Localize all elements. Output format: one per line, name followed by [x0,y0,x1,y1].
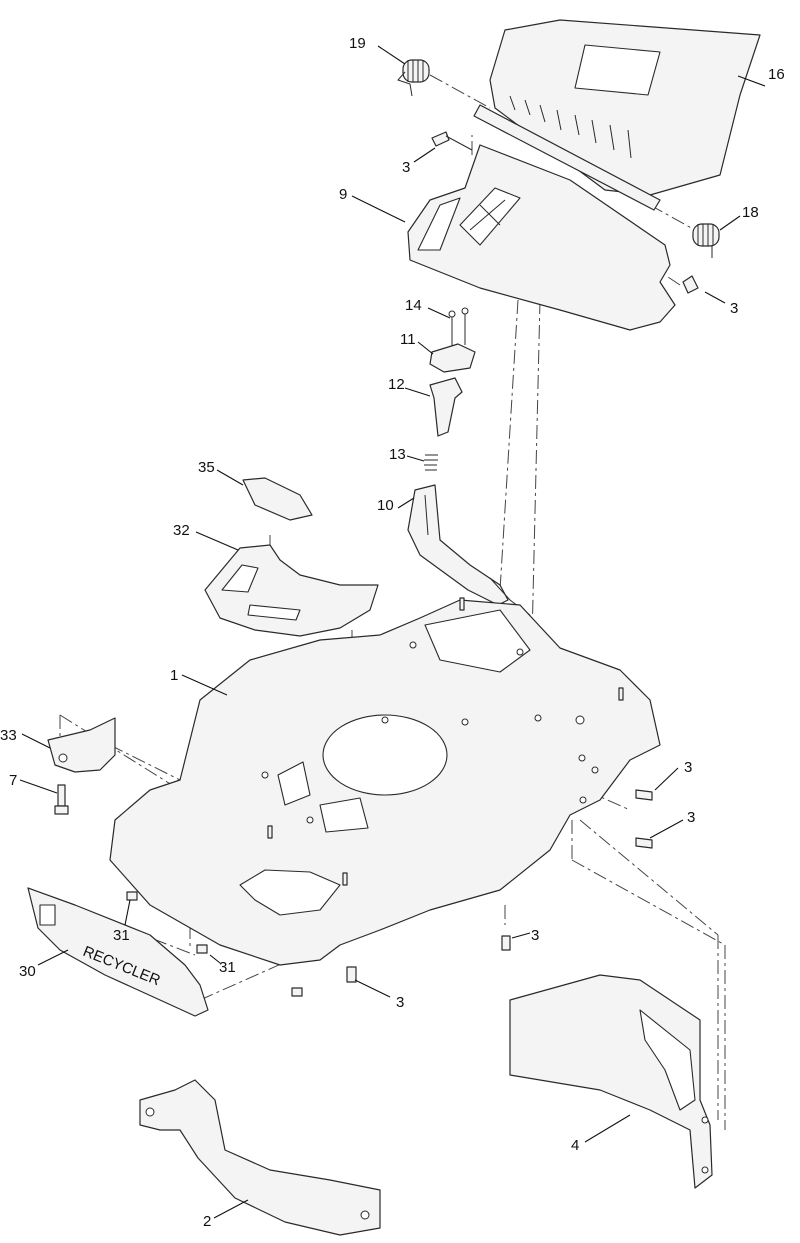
callout-31: 31 [113,927,130,944]
callout-3: 3 [402,159,410,176]
part-35-plug [242,477,313,521]
callout-19: 19 [349,35,366,52]
part-19-torsion-spring [397,59,430,97]
part-10-lever [407,484,509,606]
callout-33: 33 [0,727,17,744]
callout-30: 30 [19,963,36,980]
part-33-bracket [47,717,116,773]
callout-13: 13 [389,446,406,463]
part-9-rear-housing [407,144,676,331]
part-7-bolt [54,784,69,815]
callout-16: 16 [768,66,785,83]
bolts-upper [431,131,699,294]
part-4-side-chute [509,974,713,1189]
part-31-nuts [126,891,303,997]
callout-32: 32 [173,522,190,539]
part-18-torsion-spring [692,223,720,258]
bolts-side [346,789,653,983]
callout-3: 3 [687,809,695,826]
part-30-front-bumper: RECYCLER [27,887,209,1017]
callout-7: 7 [9,772,17,789]
callout-4: 4 [571,1137,579,1154]
callout-12: 12 [388,376,405,393]
leader-lines [19,45,766,1219]
part-2-rear-bracket [139,1079,381,1236]
callout-1: 1 [170,667,178,684]
callout-31: 31 [219,959,236,976]
callout-11: 11 [400,331,416,348]
part-16-rear-flap [473,19,761,211]
callout-3: 3 [730,300,738,317]
callout-14: 14 [405,297,422,314]
callout-3: 3 [531,927,539,944]
part-13-spring [424,454,438,471]
callout-9: 9 [339,186,347,203]
callout-2: 2 [203,1213,211,1230]
part-1-mower-deck [109,597,661,966]
height-adjust-assembly [407,307,531,616]
callout-labels: 19 16 3 9 18 3 14 11 12 13 35 10 32 1 33… [0,35,785,1230]
callout-3: 3 [396,994,404,1011]
part-11-knob [429,343,476,373]
part-32-mulch-cover [204,544,379,637]
part-12-latch [429,377,463,437]
callout-35: 35 [198,459,215,476]
callout-3: 3 [684,759,692,776]
callout-10: 10 [377,497,394,514]
callout-18: 18 [742,204,759,221]
